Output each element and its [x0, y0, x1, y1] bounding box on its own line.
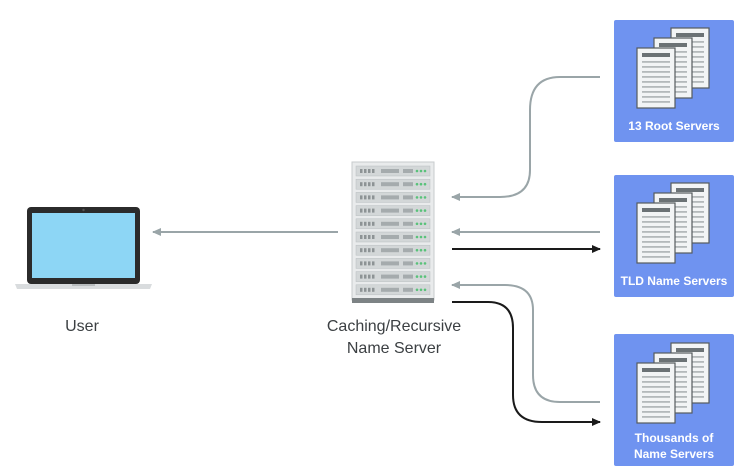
user-label: User — [65, 318, 99, 335]
tld-servers-label: TLD Name Servers — [621, 274, 728, 288]
tld-servers-docs-icon — [636, 182, 710, 264]
arrow-resolver-to-auth — [452, 301, 601, 426]
resolver-label-line2: Name Server — [347, 340, 442, 357]
server-rack-icon — [351, 161, 435, 303]
arrow-auth-to-resolver — [451, 281, 600, 403]
resolver-label-line1: Caching/Recursive — [327, 318, 461, 335]
authoritative-servers-label-line2: Name Servers — [634, 447, 714, 461]
authoritative-servers-docs-icon — [636, 342, 710, 424]
authoritative-servers-label-line1: Thousands of — [635, 431, 715, 445]
laptop-icon — [15, 207, 152, 289]
arrow-root-to-resolver — [451, 76, 600, 201]
root-servers-label: 13 Root Servers — [628, 119, 720, 133]
root-servers-docs-icon — [636, 27, 710, 109]
